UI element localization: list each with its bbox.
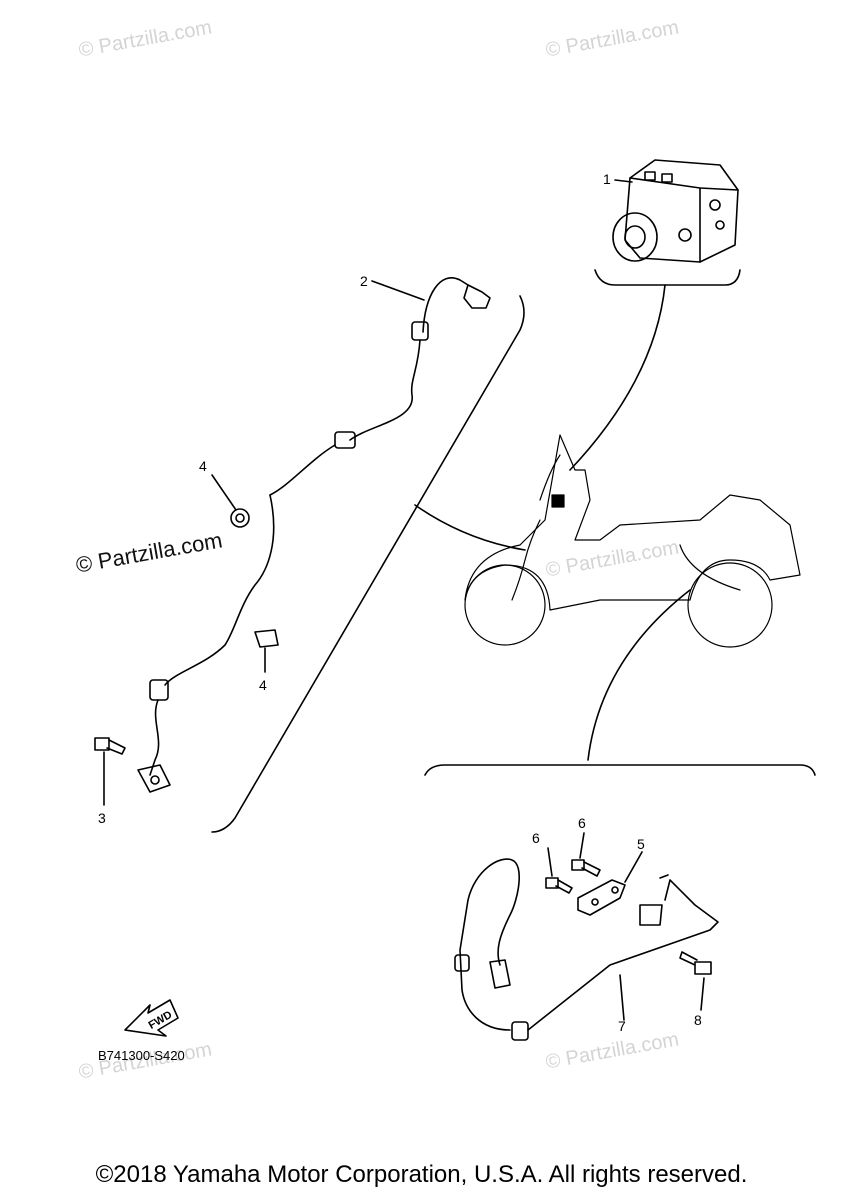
leader-7 xyxy=(619,974,625,1021)
abs-bracket xyxy=(594,269,741,286)
sensor-bracket-5 xyxy=(577,879,626,916)
leader-2 xyxy=(371,280,425,301)
callout-2: 2 xyxy=(360,273,368,289)
callout-6: 6 xyxy=(578,815,586,831)
rear-leader-line xyxy=(587,589,691,761)
rear-sensor-lead xyxy=(454,858,719,1041)
callout-5: 5 xyxy=(637,836,645,852)
abs-leader-line xyxy=(569,284,666,471)
front-group-divider xyxy=(211,295,525,833)
diagram-code: B741300-S420 xyxy=(98,1048,185,1063)
bolt-3 xyxy=(94,737,126,755)
bolt-8 xyxy=(679,951,712,975)
callout-3: 3 xyxy=(98,810,106,826)
front-leader-line xyxy=(414,504,526,551)
scooter-silhouette xyxy=(464,434,801,648)
clamp-lower xyxy=(254,629,279,648)
callout-8: 8 xyxy=(694,1012,702,1028)
front-sensor-lead xyxy=(137,277,491,793)
callout-4: 4 xyxy=(199,458,207,474)
leader-6b xyxy=(579,832,585,859)
leader-8 xyxy=(700,977,705,1011)
callout-7: 7 xyxy=(618,1018,626,1034)
abs-unit xyxy=(612,159,739,263)
rear-group-bracket xyxy=(424,764,816,776)
leader-1 xyxy=(614,179,633,183)
leader-5 xyxy=(624,851,643,883)
leader-4a xyxy=(211,474,237,511)
copyright-footer: ©2018 Yamaha Motor Corporation, U.S.A. A… xyxy=(95,1161,748,1188)
leader-6a xyxy=(547,847,553,877)
callout-4: 4 xyxy=(259,677,267,693)
bolt-6b xyxy=(571,859,601,877)
fwd-arrow xyxy=(124,999,179,1037)
clamp-upper xyxy=(230,508,250,528)
callout-1: 1 xyxy=(603,171,611,187)
bolt-6a xyxy=(545,877,573,894)
callout-6: 6 xyxy=(532,830,540,846)
